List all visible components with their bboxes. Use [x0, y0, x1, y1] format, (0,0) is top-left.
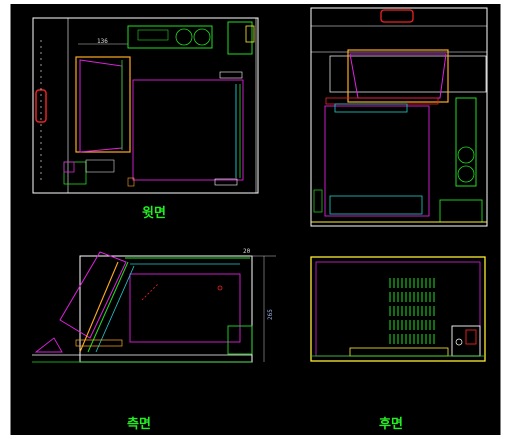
side-hinge-line-3: [95, 265, 135, 353]
front-view-outline: [310, 7, 488, 227]
side-hinge-line-2: [87, 261, 129, 353]
back-power-switch: [465, 329, 477, 345]
side-dim-top: 20: [243, 248, 251, 255]
top-control-display: [137, 29, 169, 41]
side-cavity: [129, 273, 241, 343]
top-view-inner-panel: [67, 17, 257, 194]
top-small-part-1: [63, 161, 87, 185]
front-side-strip: [313, 189, 323, 213]
top-clip-lower: [214, 178, 238, 186]
front-cavity: [324, 105, 430, 217]
side-feet-block: [75, 339, 123, 347]
front-cavity-base: [329, 195, 423, 215]
side-dim-height: 265: [267, 309, 274, 320]
front-cavity-rail: [334, 103, 408, 113]
front-side-panel: [455, 97, 477, 187]
top-vent-box: [227, 21, 253, 55]
top-dim-width: 136: [97, 38, 108, 45]
back-view-outline: [310, 256, 486, 362]
side-front-foot: [34, 337, 63, 353]
back-vent-grille: [389, 278, 435, 344]
top-small-part-4: [127, 177, 135, 187]
top-knob-2: [193, 28, 211, 46]
side-view: 20 265 측면: [32, 248, 276, 432]
top-door-frame: [75, 56, 131, 153]
top-clip-upper: [219, 71, 243, 79]
side-door-open: [59, 251, 127, 339]
top-view-label: 윗면: [142, 205, 166, 221]
top-view: 136 윗면: [32, 17, 259, 221]
top-small-part-2: [63, 161, 75, 173]
top-control-panel: [127, 25, 213, 49]
back-power-socket: [455, 338, 463, 346]
side-view-label: 측면: [127, 416, 151, 432]
front-door-inner: [349, 53, 447, 99]
top-knob-1: [175, 28, 193, 46]
front-upper-panel: [329, 55, 487, 93]
front-view: [310, 7, 488, 227]
top-cavity-outline: [132, 79, 244, 181]
front-side-knob-2: [457, 165, 475, 183]
drawing-background: [10, 4, 501, 435]
side-screw: [217, 285, 223, 291]
front-top-handle: [380, 9, 414, 23]
side-hinge-line-1: [79, 261, 119, 353]
front-door: [347, 49, 449, 103]
side-rear-box: [227, 325, 253, 355]
back-view-label: 후면: [379, 416, 403, 432]
front-side-knob-1: [457, 146, 475, 164]
top-small-part-3: [85, 159, 115, 173]
top-vent-slot: [245, 25, 255, 43]
back-view: 후면: [310, 256, 486, 432]
